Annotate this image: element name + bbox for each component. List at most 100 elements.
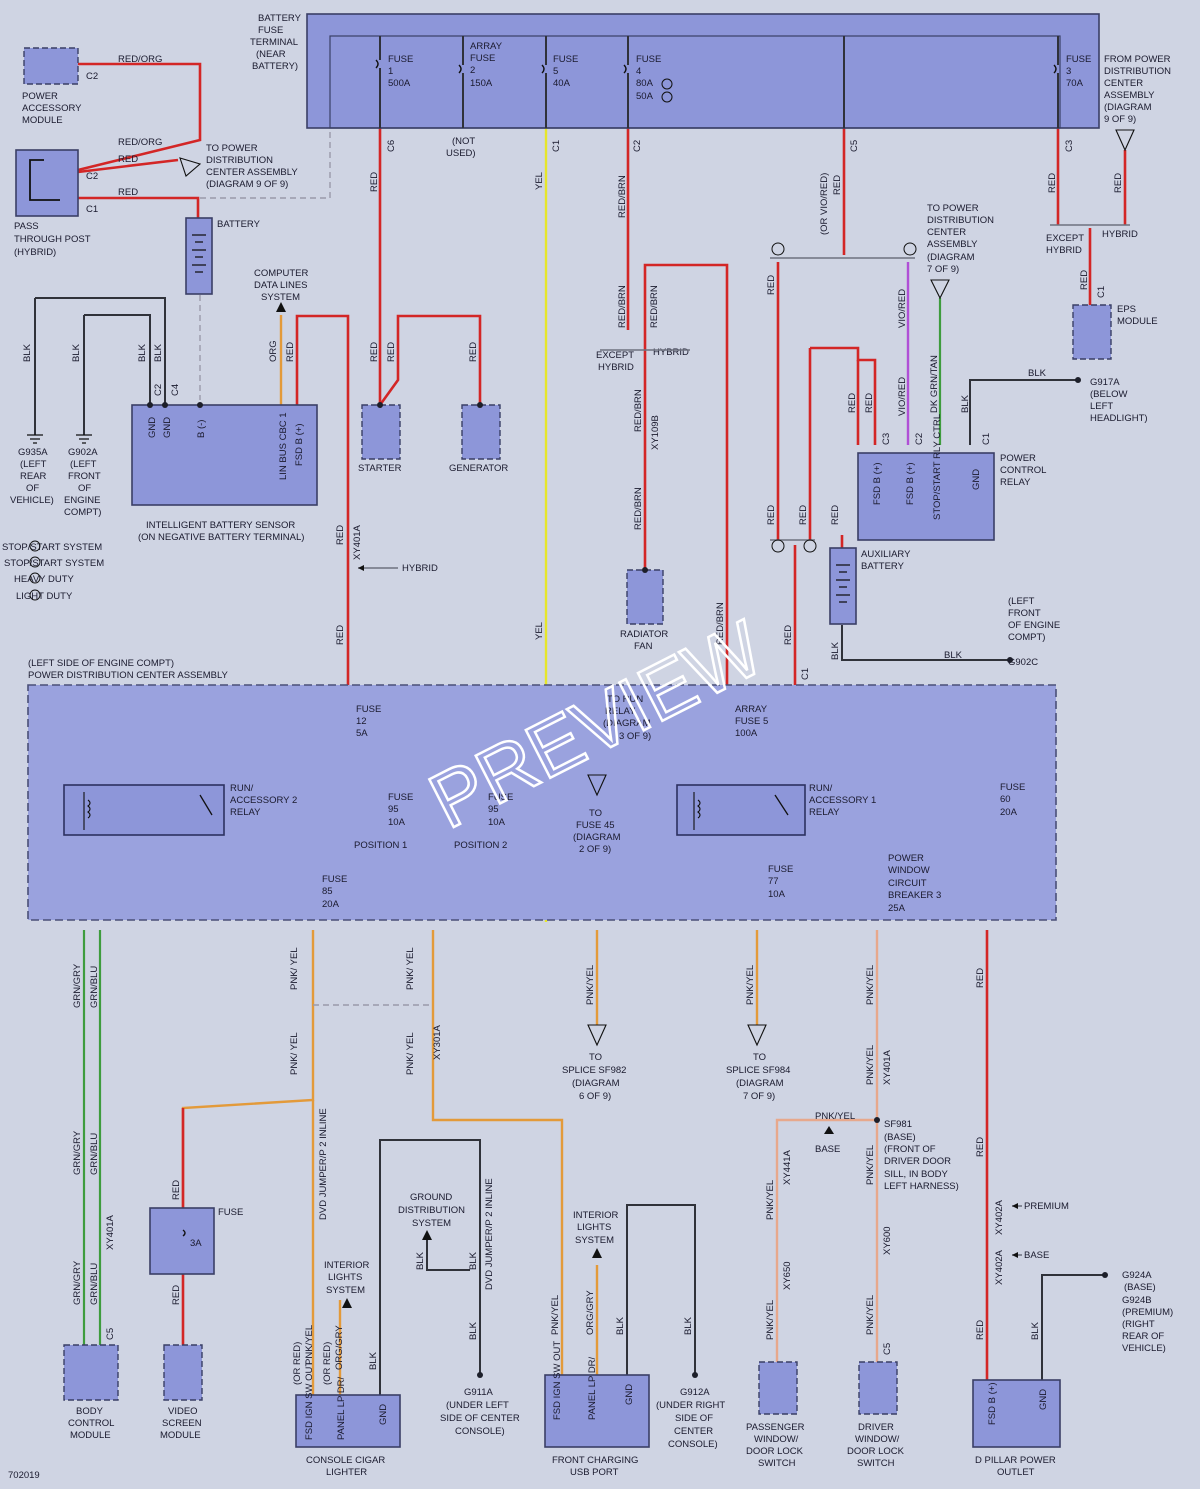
svg-text:(DIAGRAM: (DIAGRAM <box>572 1078 620 1089</box>
svg-text:70A: 70A <box>1066 78 1084 89</box>
radiator-fan: RADIATOR FAN <box>620 567 668 652</box>
generator: GENERATOR RED <box>449 342 508 474</box>
svg-text:TO POWER: TO POWER <box>206 143 258 154</box>
svg-text:C2: C2 <box>86 171 98 182</box>
svg-text:FUSE: FUSE <box>470 53 495 64</box>
svg-text:ACCESSORY 1: ACCESSORY 1 <box>809 795 876 806</box>
battery-fuse-terminal-label: BATTERY FUSE TERMINAL (NEAR BATTERY) <box>250 13 302 72</box>
svg-text:RED: RED <box>830 505 841 525</box>
svg-text:25A: 25A <box>888 903 906 914</box>
svg-text:POWER: POWER <box>888 853 924 864</box>
svg-text:POWER: POWER <box>22 91 58 102</box>
svg-text:DISTRIBUTION: DISTRIBUTION <box>927 215 994 226</box>
svg-text:HEADLIGHT): HEADLIGHT) <box>1090 413 1148 424</box>
console-cigar-lighter: FSD IGN SW OUT PANEL LP DR/ GND CONSOLE … <box>295 1361 401 1478</box>
svg-text:20A: 20A <box>1000 807 1018 818</box>
svg-text:50A: 50A <box>636 91 654 102</box>
pass-through-post: C2 C1 RED/ORG RED RED PASS THROUGH POST … <box>14 137 162 258</box>
svg-text:AUXILIARY: AUXILIARY <box>861 549 911 560</box>
svg-text:RED: RED <box>369 172 380 192</box>
svg-text:G912A: G912A <box>680 1387 710 1398</box>
svg-text:PNK/YEL: PNK/YEL <box>865 1295 876 1335</box>
svg-text:RELAY: RELAY <box>1000 477 1031 488</box>
svg-text:BLK: BLK <box>71 343 82 362</box>
svg-text:SWITCH: SWITCH <box>758 1458 796 1469</box>
fuse-77: FUSE 77 10A <box>768 864 793 900</box>
svg-text:(LEFT: (LEFT <box>20 459 47 470</box>
svg-text:USB PORT: USB PORT <box>570 1467 619 1478</box>
ptp-box <box>15 149 79 217</box>
eps-module: EPS MODULE <box>1072 304 1158 360</box>
position-2-label: POSITION 2 <box>454 840 507 851</box>
svg-text:SIDE OF CENTER: SIDE OF CENTER <box>440 1413 520 1424</box>
svg-text:XY402A: XY402A <box>994 1199 1005 1235</box>
svg-text:TERMINAL: TERMINAL <box>250 37 298 48</box>
svg-text:XY401A: XY401A <box>352 524 363 560</box>
svg-text:FUSE: FUSE <box>768 864 793 875</box>
svg-text:GRN/BLU: GRN/BLU <box>89 1133 100 1175</box>
svg-text:TO: TO <box>753 1052 766 1063</box>
bcm-box <box>63 1344 119 1401</box>
svg-text:4: 4 <box>636 66 641 77</box>
svg-text:DISTRIBUTION: DISTRIBUTION <box>206 155 273 166</box>
svg-text:500A: 500A <box>388 78 411 89</box>
svg-text:XY441A: XY441A <box>782 1149 793 1185</box>
svg-text:RELAY: RELAY <box>809 807 840 818</box>
ground-g912a: G912A (UNDER RIGHT SIDE OF CENTER CONSOL… <box>656 1372 725 1450</box>
svg-text:PASSENGER: PASSENGER <box>746 1422 805 1433</box>
svg-text:BLK: BLK <box>1030 1321 1041 1340</box>
svg-text:G924B: G924B <box>1122 1295 1152 1306</box>
svg-text:STOP/START RLY CTRL: STOP/START RLY CTRL <box>932 414 943 520</box>
console-wire-labels: PNK/ YEL PNK/ YEL PNK/ YEL PNK/ YEL XY30… <box>289 947 694 1385</box>
svg-text:BLK: BLK <box>468 1251 479 1270</box>
driver-window-switch: DRIVER WINDOW/ DOOR LOCK SWITCH <box>847 1361 905 1469</box>
svg-text:(BASE): (BASE) <box>1124 1282 1156 1293</box>
svg-text:(OR VIO/RED): (OR VIO/RED) <box>819 173 830 235</box>
svg-text:C2: C2 <box>632 140 643 152</box>
svg-text:FSD B (+): FSD B (+) <box>905 463 916 506</box>
svg-text:INTERIOR: INTERIOR <box>324 1260 370 1271</box>
svg-text:RED: RED <box>975 1137 986 1157</box>
svg-text:FUSE: FUSE <box>322 874 347 885</box>
svg-text:BLK: BLK <box>960 394 971 413</box>
power-control-relay: FSD B (+) FSD B (+) STOP/START RLY CTRL … <box>857 414 1046 541</box>
svg-text:85: 85 <box>322 886 333 897</box>
array-fuse-2: ARRAY FUSE 2 150A <box>470 41 503 89</box>
svg-text:COMPT): COMPT) <box>1008 632 1045 643</box>
svg-text:5A: 5A <box>356 728 368 739</box>
svg-text:PASS: PASS <box>14 221 39 232</box>
svg-text:RED/BRN: RED/BRN <box>617 285 628 328</box>
svg-text:GENERATOR: GENERATOR <box>449 463 508 474</box>
svg-text:(UNDER LEFT: (UNDER LEFT <box>446 1400 509 1411</box>
svg-text:MODULE: MODULE <box>22 115 63 126</box>
svg-text:DISTRIBUTION: DISTRIBUTION <box>398 1205 465 1216</box>
pam-box <box>23 47 79 85</box>
svg-text:VIO/RED: VIO/RED <box>897 289 908 328</box>
ground-g911a: G911A (UNDER LEFT SIDE OF CENTER CONSOLE… <box>440 1372 520 1437</box>
svg-text:RED/BRN: RED/BRN <box>617 175 628 218</box>
svg-text:BLK: BLK <box>830 641 841 660</box>
svg-text:3A: 3A <box>190 1238 202 1249</box>
svg-text:95: 95 <box>388 804 399 815</box>
svg-text:SWITCH: SWITCH <box>857 1458 895 1469</box>
svg-text:VIDEO: VIDEO <box>168 1406 198 1417</box>
svg-text:CONSOLE): CONSOLE) <box>668 1439 718 1450</box>
svg-text:10A: 10A <box>768 889 786 900</box>
svg-text:EXCEPT: EXCEPT <box>596 350 634 361</box>
svg-text:ORG/GRY: ORG/GRY <box>334 1325 345 1370</box>
svg-text:LIN BUS CBC 1: LIN BUS CBC 1 <box>278 412 289 480</box>
svg-text:ARRAY: ARRAY <box>470 41 503 52</box>
diagram-id: 702019 <box>8 1470 40 1481</box>
svg-text:GND: GND <box>147 417 158 438</box>
svg-text:1: 1 <box>388 66 393 77</box>
svg-text:(DIAGRAM: (DIAGRAM <box>736 1078 784 1089</box>
svg-text:BLK: BLK <box>137 343 148 362</box>
svg-text:COMPT): COMPT) <box>64 507 101 518</box>
ground-g917a: G917A (BELOW LEFT HEADLIGHT) <box>1075 377 1148 424</box>
svg-text:(UNDER RIGHT: (UNDER RIGHT <box>656 1400 725 1411</box>
svg-text:FSD B (+): FSD B (+) <box>987 1383 998 1426</box>
red-brn-labels: RED/BRN C2 RED/BRN RED/BRN EXCEPT HYBRID… <box>596 140 726 645</box>
svg-text:RED: RED <box>864 393 875 413</box>
svg-text:SPLICE SF982: SPLICE SF982 <box>562 1065 626 1076</box>
svg-text:FROM POWER: FROM POWER <box>1104 54 1171 65</box>
